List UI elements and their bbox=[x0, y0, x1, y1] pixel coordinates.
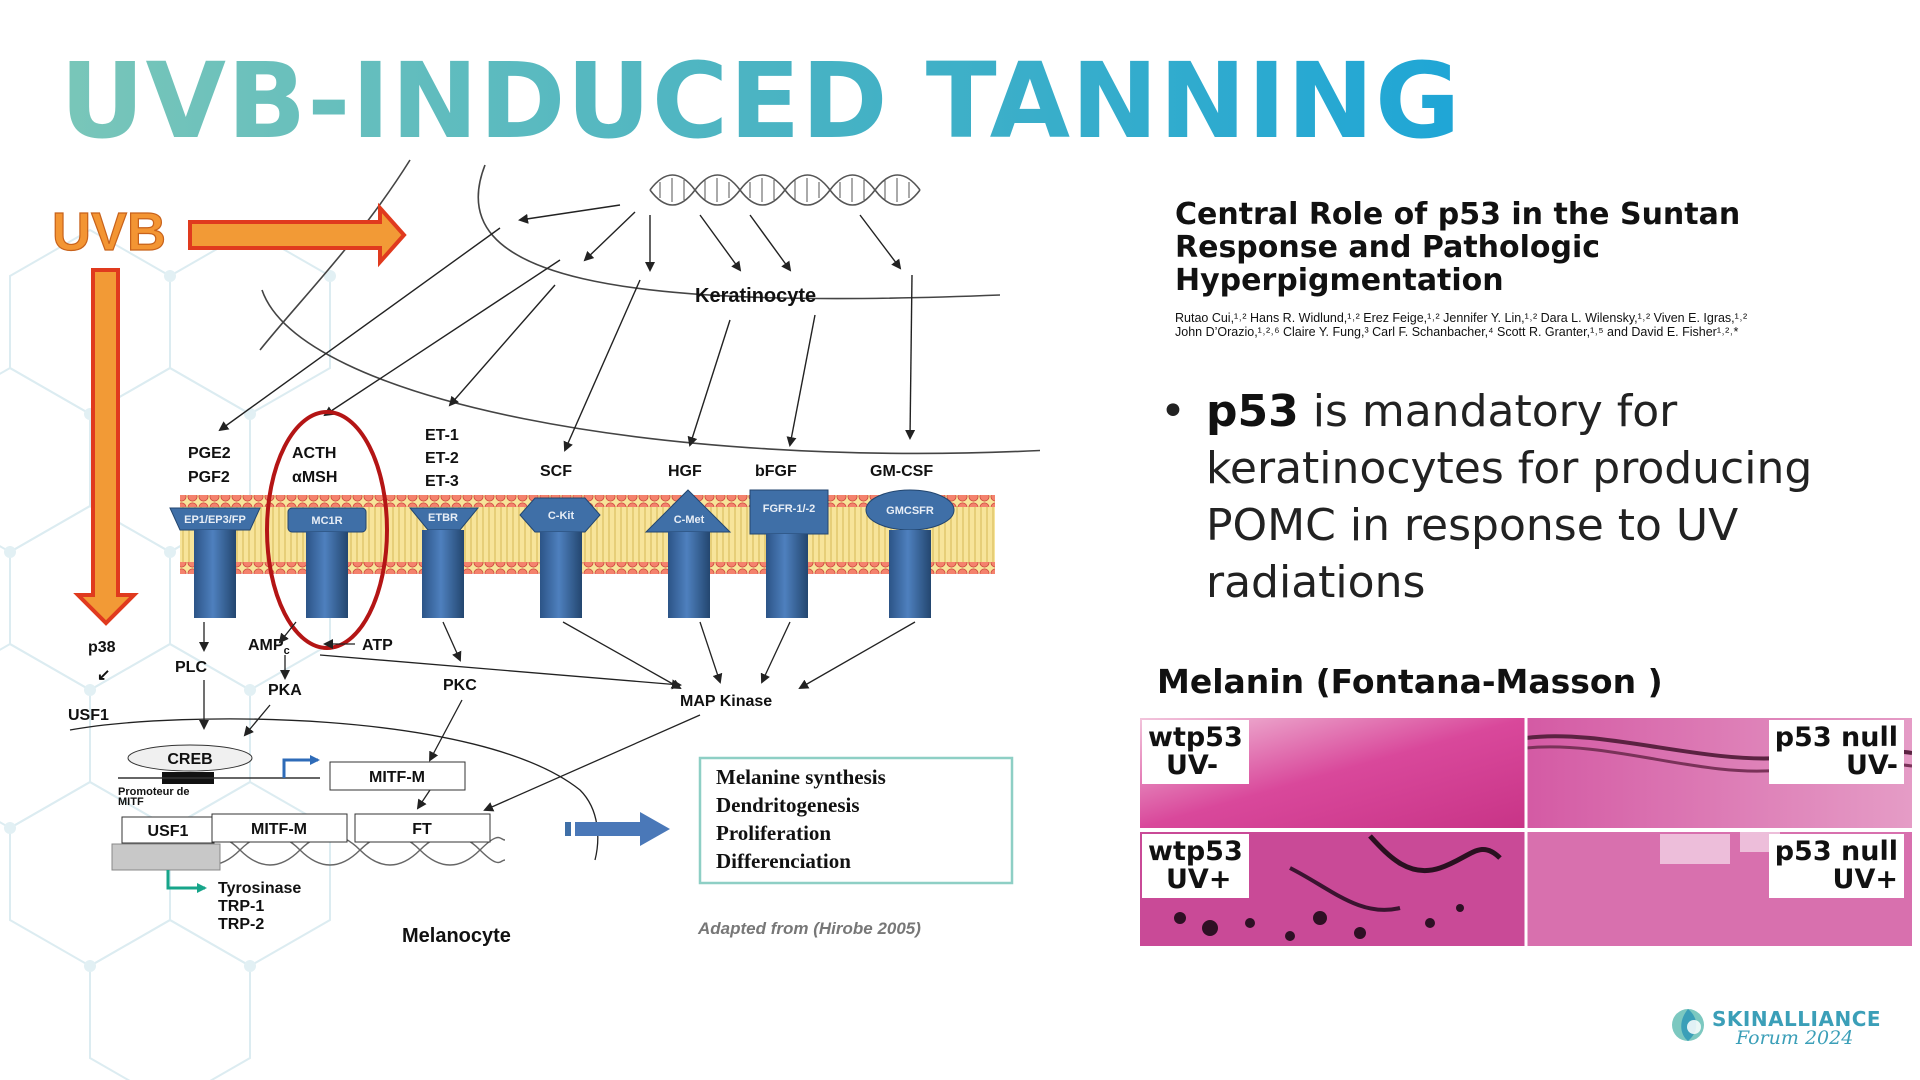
factor-gmcsf: GM-CSF bbox=[870, 463, 933, 480]
uvb-label: UVB bbox=[52, 202, 166, 262]
promoter-label-1: Promoteur de bbox=[118, 786, 190, 798]
paper-title-line-3: Hyperpigmentation bbox=[1175, 263, 1504, 298]
slide-title: UVB-INDUCED TANNING bbox=[60, 40, 1462, 162]
creb-label: CREB bbox=[167, 751, 212, 768]
promoter-label-2: MITF bbox=[118, 796, 144, 808]
p38-label: p38 bbox=[88, 639, 116, 656]
factor-et1: ET-1 bbox=[425, 427, 459, 444]
bullet-text: p53 is mandatory for keratinocytes for p… bbox=[1206, 383, 1906, 611]
receptor-mc1r: MC1R bbox=[287, 507, 367, 618]
factor-pgf2: PGF2 bbox=[188, 469, 230, 486]
factor-pge2: PGE2 bbox=[188, 445, 231, 462]
svg-text:GMCSFR: GMCSFR bbox=[886, 505, 934, 517]
melanin-heading: Melanin (Fontana-Masson ) bbox=[1157, 662, 1663, 701]
svg-text:FGFR-1/-2: FGFR-1/-2 bbox=[763, 503, 816, 515]
factor-scf: SCF bbox=[540, 463, 572, 480]
factor-amsh: αMSH bbox=[292, 469, 337, 486]
ft-box-label: FT bbox=[412, 821, 432, 838]
receptor-ckit: C-Kit bbox=[519, 497, 601, 618]
factor-hgf: HGF bbox=[668, 463, 702, 480]
p38-usf1-arrow: ↙ bbox=[97, 667, 110, 684]
receptor-ep: EP1/EP3/FP bbox=[169, 507, 261, 618]
tanning-pathway-diagram: Keratinocyte UVB PGE2 PGF2 ACTH αMSH ET-… bbox=[51, 159, 1040, 947]
mitf-m-top-label: MITF-M bbox=[369, 769, 425, 786]
transcription-arrow bbox=[282, 755, 320, 778]
intracellular-signal-arrows bbox=[69, 621, 916, 861]
logo-name: SKINALLIANCE bbox=[1712, 1007, 1882, 1031]
gene-box-grey bbox=[111, 843, 221, 871]
svg-text:C-Met: C-Met bbox=[674, 514, 705, 526]
svg-text:MC1R: MC1R bbox=[311, 515, 342, 527]
pkc-label: PKC bbox=[443, 677, 477, 694]
outcome-proliferation: Proliferation bbox=[716, 821, 831, 845]
plc-label: PLC bbox=[175, 659, 207, 676]
outcomes-box bbox=[698, 756, 1014, 885]
source-citation: Adapted from (Hirobe 2005) bbox=[697, 919, 921, 938]
bullet-bold-term: p53 bbox=[1206, 386, 1299, 437]
dna-signal-arrows bbox=[518, 204, 902, 272]
factor-acth: ACTH bbox=[292, 445, 336, 462]
factor-et3: ET-3 bbox=[425, 473, 459, 490]
mitf-m-top-box bbox=[329, 761, 466, 791]
keratinocyte-label: Keratinocyte bbox=[695, 285, 816, 307]
factor-et2: ET-2 bbox=[425, 450, 459, 467]
logo-drop-icon bbox=[1672, 1009, 1704, 1041]
svg-text:C-Kit: C-Kit bbox=[548, 510, 575, 522]
svg-text:ETBR: ETBR bbox=[428, 512, 458, 524]
receptor-fgfr: FGFR-1/-2 bbox=[749, 489, 829, 618]
paper-authors: Rutao Cui,¹˒² Hans R. Widlund,¹˒² Erez F… bbox=[1175, 311, 1885, 339]
mitf-m-box bbox=[211, 813, 348, 843]
usf1-label: USF1 bbox=[68, 707, 109, 724]
bullet-dot: • bbox=[1160, 386, 1186, 437]
factor-secretion-arrows bbox=[218, 227, 916, 452]
map-kinase-label: MAP Kinase bbox=[680, 693, 772, 710]
atp-label: ATP bbox=[362, 637, 393, 654]
logo-subtitle: Forum 2024 bbox=[1736, 1027, 1854, 1049]
bullet-body: is mandatory for keratinocytes for produ… bbox=[1206, 386, 1813, 608]
outcome-arrow bbox=[565, 812, 670, 846]
gene-tyrosinase: Tyrosinase bbox=[218, 880, 301, 897]
uvb-arrow-right bbox=[188, 202, 407, 268]
paper-title-line-2: Response and Pathologic bbox=[1175, 230, 1601, 265]
ft-box bbox=[354, 813, 491, 843]
keratinocyte-cell-outline bbox=[259, 159, 1040, 455]
uvb-arrow-down bbox=[73, 268, 139, 626]
melanocyte-label: Melanocyte bbox=[402, 925, 511, 947]
receptor-cmet: C-Met bbox=[644, 489, 732, 618]
svg-text:EP1/EP3/FP: EP1/EP3/FP bbox=[184, 514, 246, 526]
creb-shape bbox=[127, 744, 253, 772]
skinalliance-logo: SKINALLIANCE Forum 2024 bbox=[1668, 1005, 1888, 1055]
paper-authors-line-1: Rutao Cui,¹˒² Hans R. Widlund,¹˒² Erez F… bbox=[1175, 311, 1748, 325]
factor-bfgf: bFGF bbox=[755, 463, 797, 480]
pka-label: PKA bbox=[268, 682, 302, 699]
receptor-etbr: ETBR bbox=[408, 507, 480, 618]
gene-trp1: TRP-1 bbox=[218, 898, 264, 915]
dna-helix-top bbox=[649, 174, 921, 206]
mitf-m-box-label: MITF-M bbox=[251, 821, 307, 838]
gene-trp2: TRP-2 bbox=[218, 916, 264, 933]
paper-title: Central Role of p53 in the Suntan Respon… bbox=[1175, 198, 1895, 297]
usf1-box-label: USF1 bbox=[148, 823, 189, 840]
paper-authors-line-2: John D’Orazio,¹˒²˒⁶ Claire Y. Fung,³ Car… bbox=[1175, 325, 1739, 339]
outcome-dendritogenesis: Dendritogenesis bbox=[716, 793, 860, 817]
outcome-differenciation: Differenciation bbox=[716, 849, 851, 873]
paper-title-line-1: Central Role of p53 in the Suntan bbox=[1175, 197, 1741, 232]
receptor-gmcsfr: GMCSFR bbox=[865, 489, 955, 618]
amp-label: AMPc bbox=[248, 637, 290, 657]
outcome-melanine-synthesis: Melanine synthesis bbox=[716, 765, 886, 789]
gene-expression-arrow bbox=[166, 870, 207, 893]
